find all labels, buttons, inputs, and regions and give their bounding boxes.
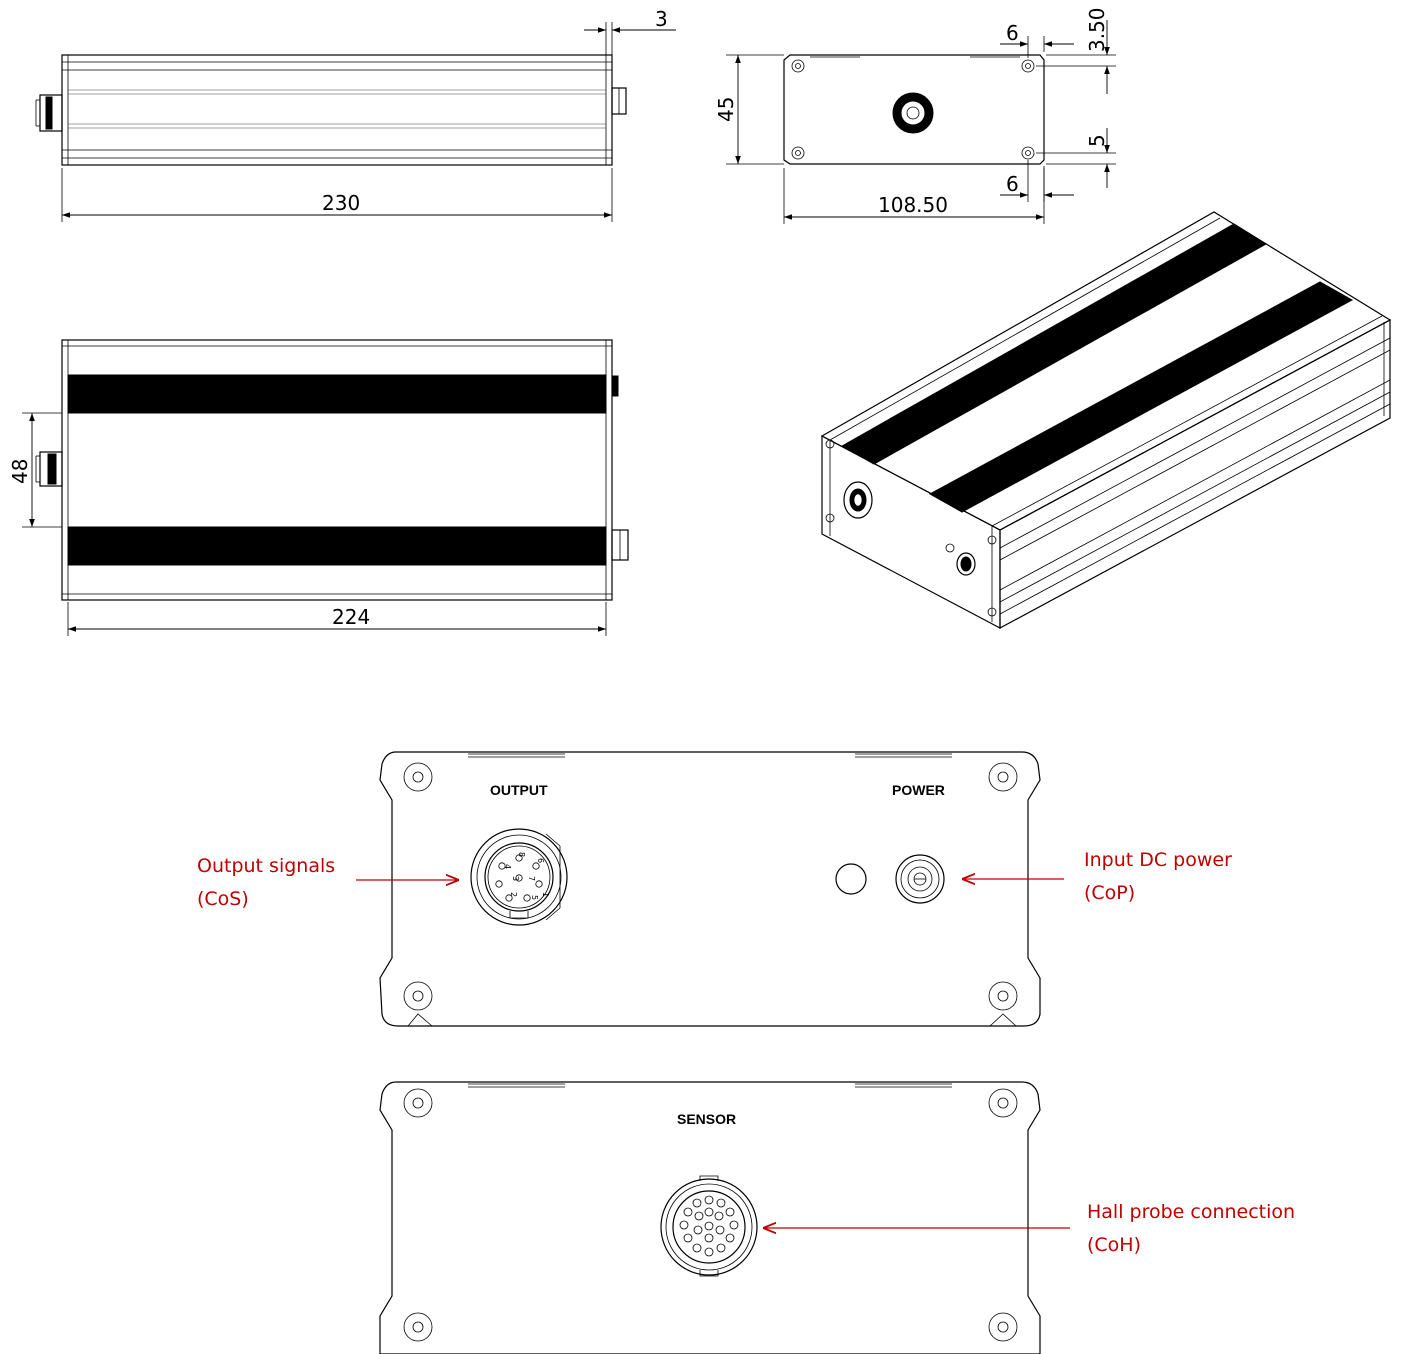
sensor-connector-pins xyxy=(679,1195,739,1257)
dim-top-offset: 48 xyxy=(8,459,32,484)
sensor-connector xyxy=(660,1175,758,1277)
label-sensor: SENSOR xyxy=(677,1111,736,1127)
pin-label-7: 7 xyxy=(527,876,536,881)
isometric-view xyxy=(820,211,1392,630)
annotation-power: Input DC power (CoP) xyxy=(962,849,1232,904)
iso-power-connector xyxy=(956,552,976,576)
top-heatsink-band-lower xyxy=(67,526,607,566)
dim-side-length: 230 xyxy=(322,191,360,215)
top-heatsink-band-upper xyxy=(67,374,607,414)
top-right-connector-large xyxy=(611,529,629,561)
iso-heatsink-band-lower xyxy=(928,281,1354,513)
power-led xyxy=(835,863,867,895)
side-view: 230 3 xyxy=(35,7,676,222)
front-panel: OUTPUT POWER 1 2 3 xyxy=(197,751,1232,1027)
dim-top-length: 224 xyxy=(332,605,370,629)
annotation-power-line1: Input DC power xyxy=(1084,849,1232,871)
top-right-connector-small xyxy=(611,375,619,397)
dim-end-width: 108.50 xyxy=(878,193,948,217)
label-output: OUTPUT xyxy=(490,782,548,798)
dim-side-offset: 3 xyxy=(655,7,668,31)
pin-label-5: 5 xyxy=(530,895,539,900)
power-connector xyxy=(895,854,945,904)
dim-end-hole-side-top: 6 xyxy=(1006,21,1019,45)
dim-end-hole-bottom: 5 xyxy=(1085,134,1109,147)
pin-label-3: 3 xyxy=(511,876,520,881)
rear-panel-screws xyxy=(403,1088,1018,1342)
annotation-hall: Hall probe connection (CoH) xyxy=(763,1201,1295,1256)
side-left-connector xyxy=(35,94,63,132)
annotation-output-line2: (CoS) xyxy=(197,888,249,910)
top-view: 48 224 xyxy=(8,339,629,636)
rear-panel: SENSOR xyxy=(379,1081,1295,1354)
annotation-output-line1: Output signals xyxy=(197,855,335,877)
iso-led xyxy=(945,543,955,553)
end-holes xyxy=(791,59,1035,160)
dim-end-hole-top: 3.50 xyxy=(1085,7,1109,52)
output-connector: 1 2 3 4 5 6 7 8 xyxy=(470,828,568,926)
end-view: 45 108.50 6 3.50 5 6 xyxy=(714,7,1116,224)
annotation-hall-line1: Hall probe connection xyxy=(1087,1201,1295,1223)
pin-label-6: 6 xyxy=(536,858,545,863)
iso-output-connector xyxy=(843,481,873,519)
top-left-connector xyxy=(35,451,63,487)
pin-label-8: 8 xyxy=(517,852,526,857)
annotation-output: Output signals (CoS) xyxy=(197,855,459,910)
iso-heatsink-band-upper xyxy=(840,223,1267,465)
pin-label-4: 4 xyxy=(503,864,512,869)
front-panel-screws xyxy=(403,762,1018,1027)
dim-end-hole-side-bottom: 6 xyxy=(1006,172,1019,196)
side-right-connector xyxy=(611,87,627,115)
label-power: POWER xyxy=(892,782,945,798)
output-connector-pins xyxy=(495,854,543,902)
pin-label-2: 2 xyxy=(509,892,518,897)
end-center-connector xyxy=(892,92,934,134)
dim-end-height: 45 xyxy=(714,97,738,122)
pin-label-1: 1 xyxy=(541,892,550,897)
annotation-hall-line2: (CoH) xyxy=(1087,1234,1141,1256)
annotation-power-line2: (CoP) xyxy=(1084,882,1135,904)
